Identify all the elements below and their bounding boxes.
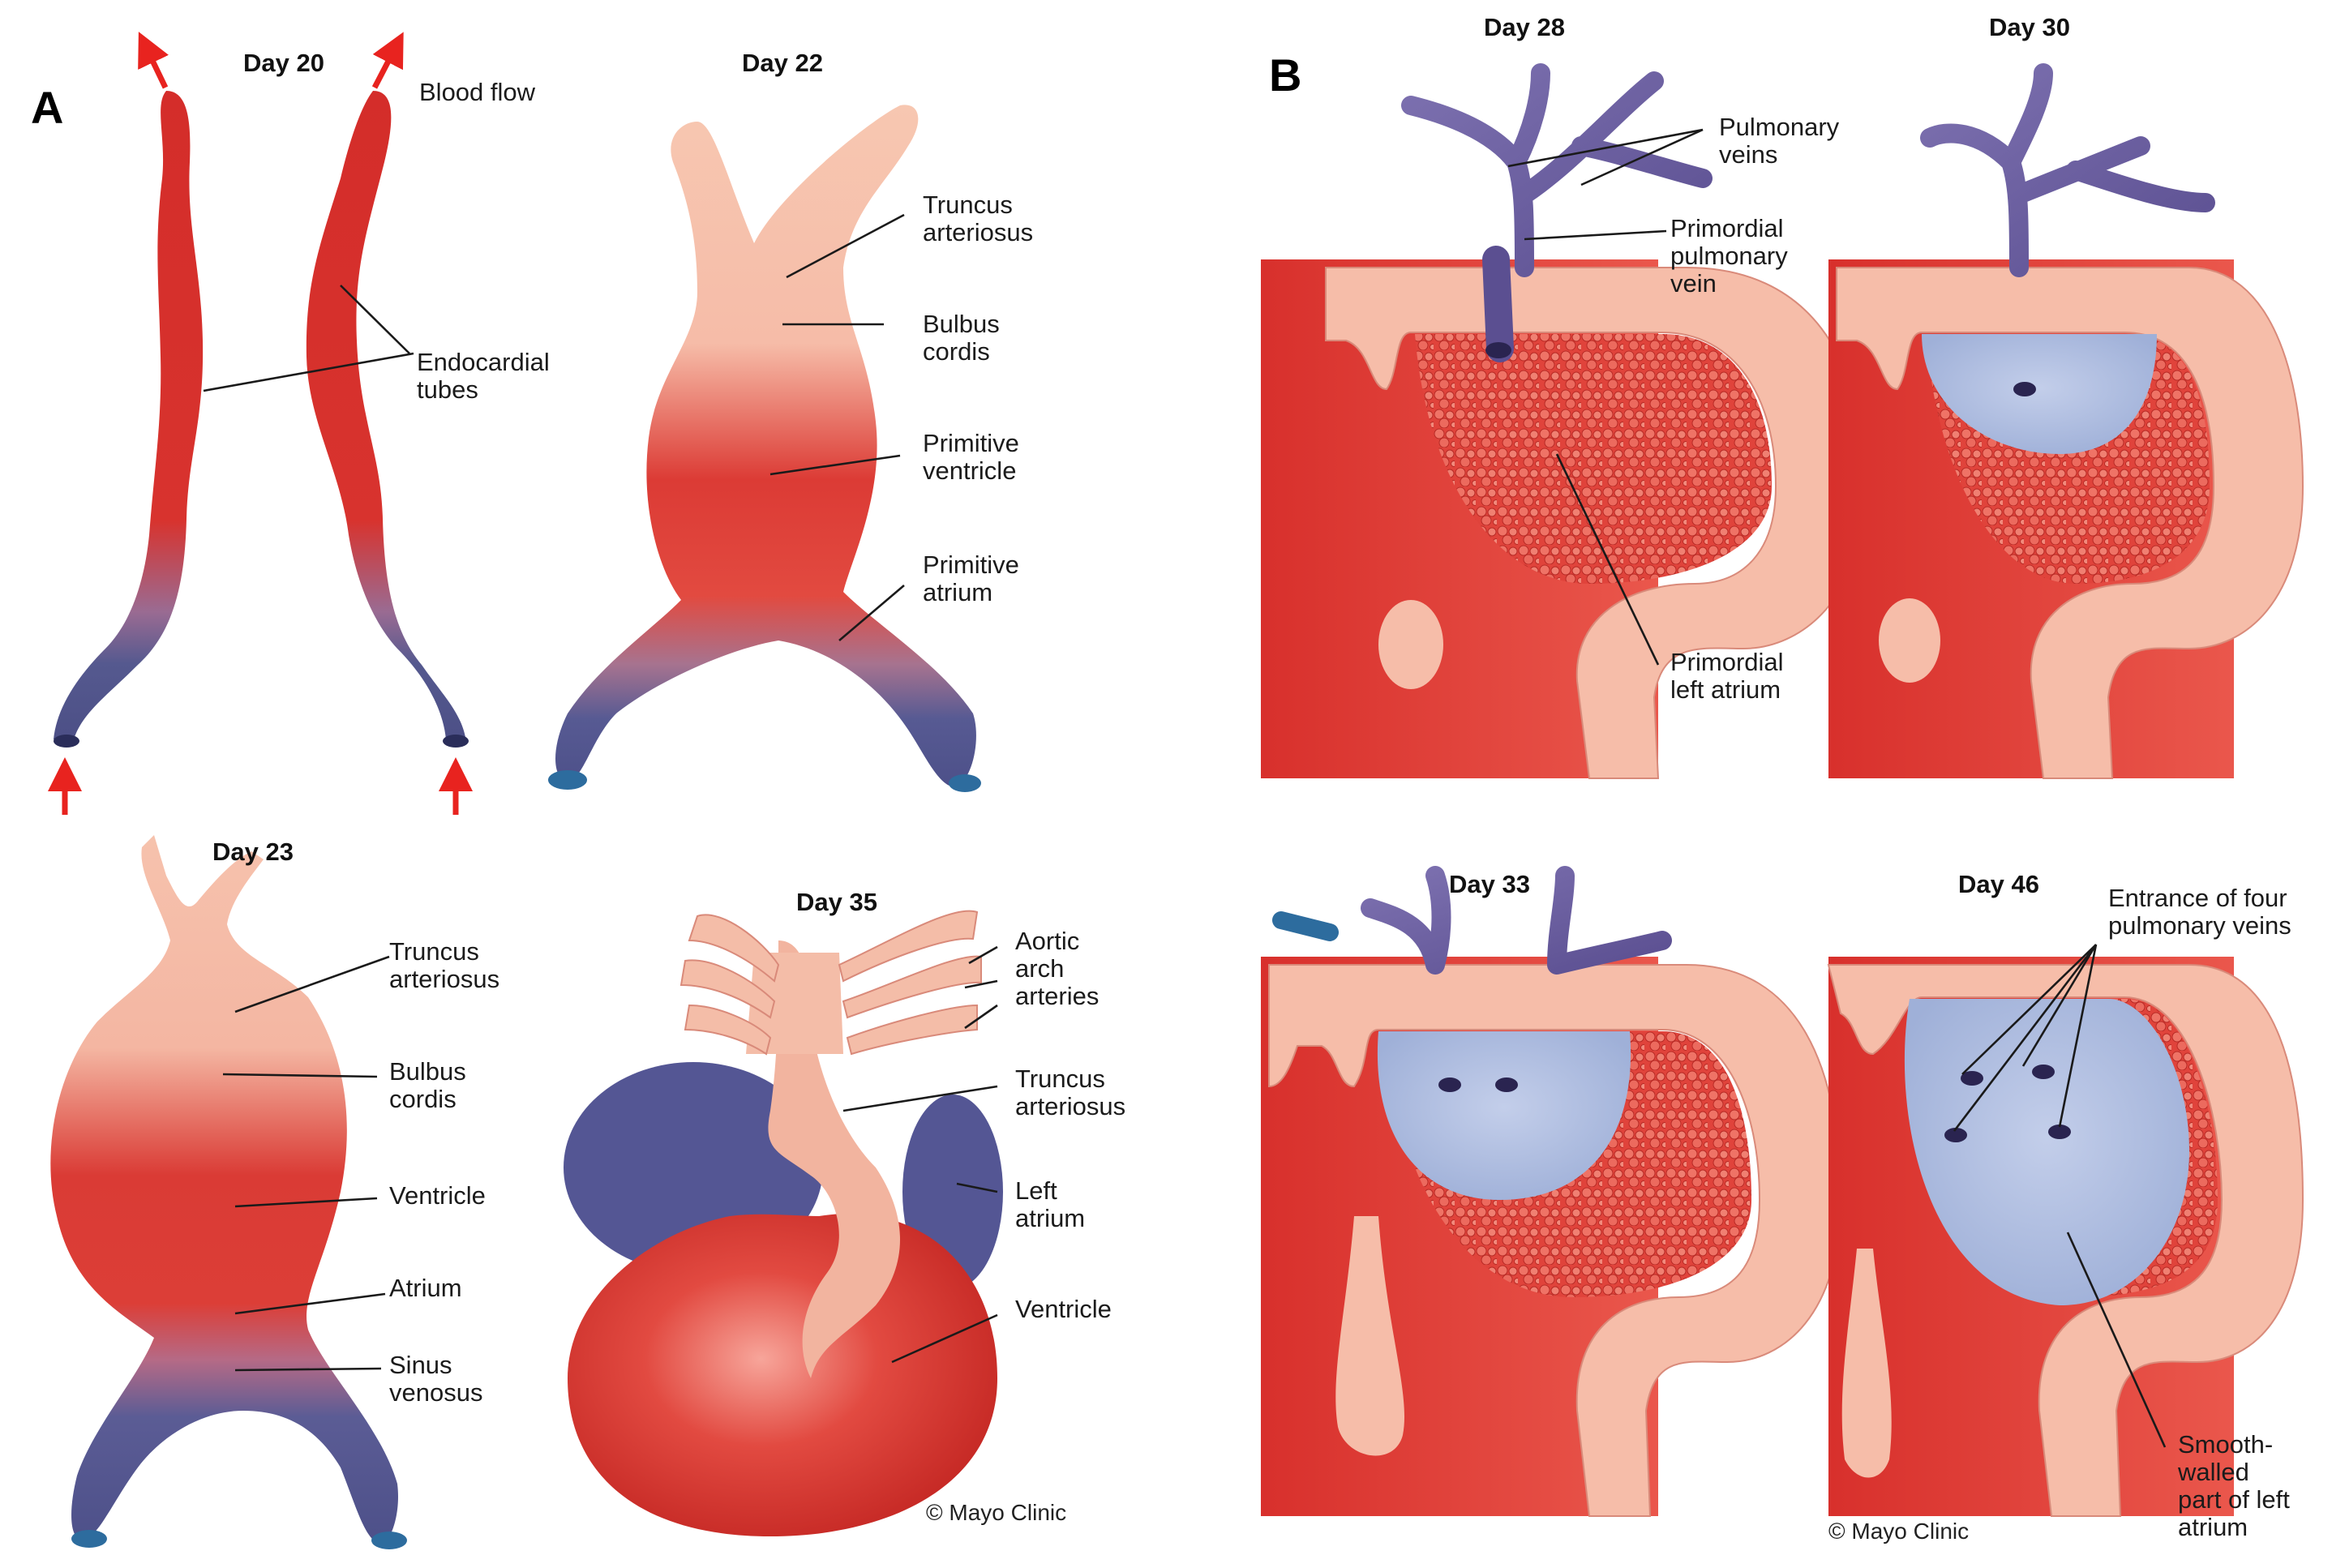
day23-heart (50, 835, 407, 1549)
day-33-heading: Day 33 (1449, 870, 1530, 898)
label-day22-primitive-atrium: Primitive atrium (923, 551, 1019, 606)
credit-panel-b: © Mayo Clinic (1828, 1519, 1970, 1544)
label-day22-truncus-arteriosus: Truncus arteriosus (923, 191, 1034, 246)
day22-heart (548, 105, 981, 792)
leader-lines (203, 128, 2167, 1448)
day20-left-tube (54, 91, 204, 748)
day-23-heading: Day 23 (212, 838, 294, 866)
day-35-heading: Day 35 (796, 888, 877, 916)
label-day22-primitive-ventricle: Primitive ventricle (923, 429, 1019, 485)
day-46-heading: Day 46 (1958, 870, 2039, 898)
label-entrance-four-pulmonary-veins: Entrance of four pulmonary veins (2108, 884, 2291, 940)
day33-section (1261, 866, 1842, 1517)
day35-heart (564, 910, 1003, 1536)
label-primordial-left-atrium: Primordial left atrium (1670, 648, 1784, 704)
day20-right-tube (306, 91, 469, 748)
day-30-heading: Day 30 (1989, 13, 2070, 41)
label-day35-truncus-arteriosus: Truncus arteriosus (1015, 1065, 1126, 1120)
label-day23-ventricle: Ventricle (389, 1181, 486, 1210)
label-smooth-walled-left-atrium: Smooth- walled part of left atrium (2178, 1430, 2290, 1541)
label-day23-atrium: Atrium (389, 1274, 462, 1302)
day30-section (1828, 63, 2304, 779)
label-day23-truncus-arteriosus: Truncus arteriosus (389, 937, 500, 993)
day-20-heading: Day 20 (243, 49, 324, 77)
day46-section (1827, 957, 2304, 1517)
credit-panel-a: © Mayo Clinic (926, 1500, 1067, 1525)
label-day23-sinus-venosus: Sinus venosus (389, 1351, 483, 1407)
label-blood-flow: Blood flow (419, 78, 536, 106)
day28-section (1261, 63, 1867, 779)
label-day23-bulbus-cordis: Bulbus cordis (389, 1057, 466, 1113)
day-22-heading: Day 22 (742, 49, 823, 77)
panel-label-a: A (31, 82, 64, 133)
label-primordial-pulmonary-vein: Primordial pulmonary vein (1670, 214, 1788, 298)
label-day35-left-atrium: Left atrium (1015, 1176, 1086, 1232)
label-day35-ventricle: Ventricle (1015, 1295, 1112, 1323)
label-pulmonary-veins: Pulmonary veins (1719, 113, 1840, 169)
panel-label-b: B (1269, 49, 1302, 101)
label-day35-aortic-arch-arteries: Aortic arch arteries (1015, 927, 1100, 1010)
day-28-heading: Day 28 (1484, 13, 1565, 41)
label-day22-bulbus-cordis: Bulbus cordis (923, 310, 1000, 366)
blood-flow-arrows (48, 32, 473, 815)
label-endocardial-tubes: Endocardial tubes (417, 348, 550, 404)
